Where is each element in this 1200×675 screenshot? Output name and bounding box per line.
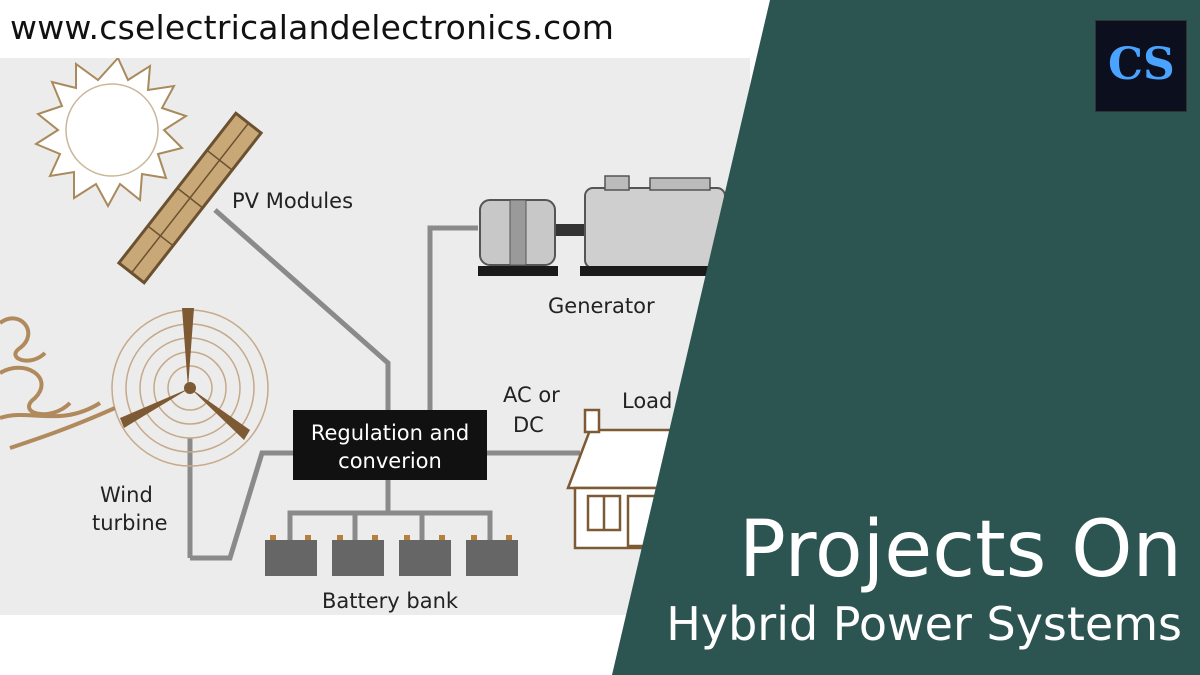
ac-dc-label-line2: DC [513, 413, 544, 437]
page-title: Projects On [738, 505, 1182, 595]
house-icon [566, 408, 692, 550]
generator-label: Generator [548, 294, 655, 318]
sun-icon [33, 56, 189, 209]
wind-turbine-icon [111, 308, 269, 467]
battery-bank-icon [265, 535, 518, 576]
battery-bank-label: Battery bank [322, 589, 459, 613]
regulation-label-line1: Regulation and [311, 421, 469, 445]
ac-dc-label-line1: AC or [503, 383, 560, 407]
diagram-svg: PV Modules Generator Regulation and conv… [0, 56, 730, 613]
wind-turbine-label-line1: Wind [100, 483, 153, 507]
regulation-label-line2: converion [338, 449, 442, 473]
pv-modules-label: PV Modules [232, 189, 353, 213]
wind-turbine-label-line2: turbine [92, 511, 168, 535]
load-label: Load [622, 389, 672, 413]
site-url[interactable]: www.cselectricalandelectronics.com [10, 8, 615, 47]
generator-icon [478, 175, 730, 276]
logo-letters: CS [1108, 39, 1175, 90]
hybrid-system-diagram: PV Modules Generator Regulation and conv… [0, 56, 750, 615]
regulation-box [293, 410, 487, 480]
wires [187, 208, 580, 561]
wind-gust-icon [0, 316, 116, 450]
site-logo[interactable]: CS [1095, 20, 1187, 112]
pv-panel-icon [116, 111, 264, 285]
page-subtitle: Hybrid Power Systems [666, 597, 1182, 651]
